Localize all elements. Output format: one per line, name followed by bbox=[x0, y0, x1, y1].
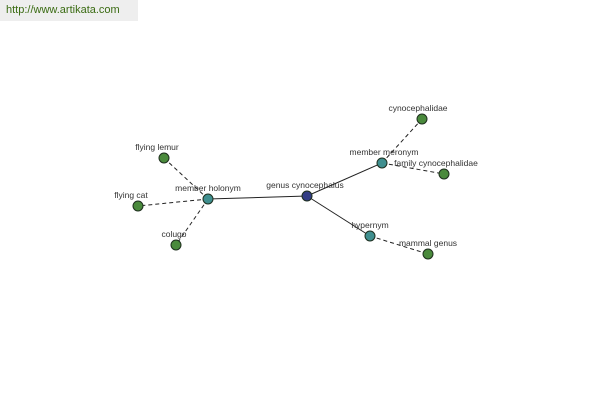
node-family-cynocephalidae[interactable] bbox=[438, 168, 450, 180]
node-label-flying-lemur[interactable]: flying lemur bbox=[135, 142, 179, 152]
node-colugo[interactable] bbox=[170, 239, 182, 251]
edge-holonym-to-flying-lemur bbox=[163, 157, 209, 200]
nodes-layer bbox=[132, 113, 450, 260]
node-label-colugo[interactable]: colugo bbox=[161, 229, 186, 239]
node-label-holonym[interactable]: member holonym bbox=[175, 183, 241, 193]
edge-center-to-holonym bbox=[207, 195, 308, 200]
node-holonym[interactable] bbox=[202, 193, 214, 205]
site-url-banner[interactable]: http://www.artikata.com bbox=[0, 0, 138, 21]
node-label-flying-cat[interactable]: flying cat bbox=[114, 190, 148, 200]
edge-meronym-to-family-cynocephalidae bbox=[381, 162, 445, 175]
edge-holonym-to-colugo bbox=[175, 198, 209, 246]
node-label-hypernym[interactable]: hypernym bbox=[351, 220, 388, 230]
edges-layer bbox=[137, 118, 445, 255]
node-meronym[interactable] bbox=[376, 157, 388, 169]
node-mammal-genus[interactable] bbox=[422, 248, 434, 260]
node-flying-cat[interactable] bbox=[132, 200, 144, 212]
node-label-mammal-genus[interactable]: mammal genus bbox=[399, 238, 457, 248]
node-label-cynocephalidae[interactable]: cynocephalidae bbox=[388, 103, 447, 113]
edge-meronym-to-cynocephalidae bbox=[381, 118, 423, 164]
node-cynocephalidae[interactable] bbox=[416, 113, 428, 125]
node-center[interactable] bbox=[301, 190, 313, 202]
labels-layer: genus cynocephalus member holonym member m… bbox=[114, 103, 478, 248]
node-label-meronym[interactable]: member meronym bbox=[350, 147, 419, 157]
node-label-family-cynocephalidae[interactable]: family cynocephalidae bbox=[394, 158, 478, 168]
edge-center-to-meronym bbox=[306, 162, 383, 197]
edge-center-to-hypernym bbox=[306, 195, 371, 237]
node-label-center[interactable]: genus cynocephalus bbox=[266, 180, 344, 190]
node-flying-lemur[interactable] bbox=[158, 152, 170, 164]
edge-hypernym-to-mammal-genus bbox=[369, 235, 429, 255]
node-hypernym[interactable] bbox=[364, 230, 376, 242]
edge-holonym-to-flying-cat bbox=[137, 198, 209, 207]
